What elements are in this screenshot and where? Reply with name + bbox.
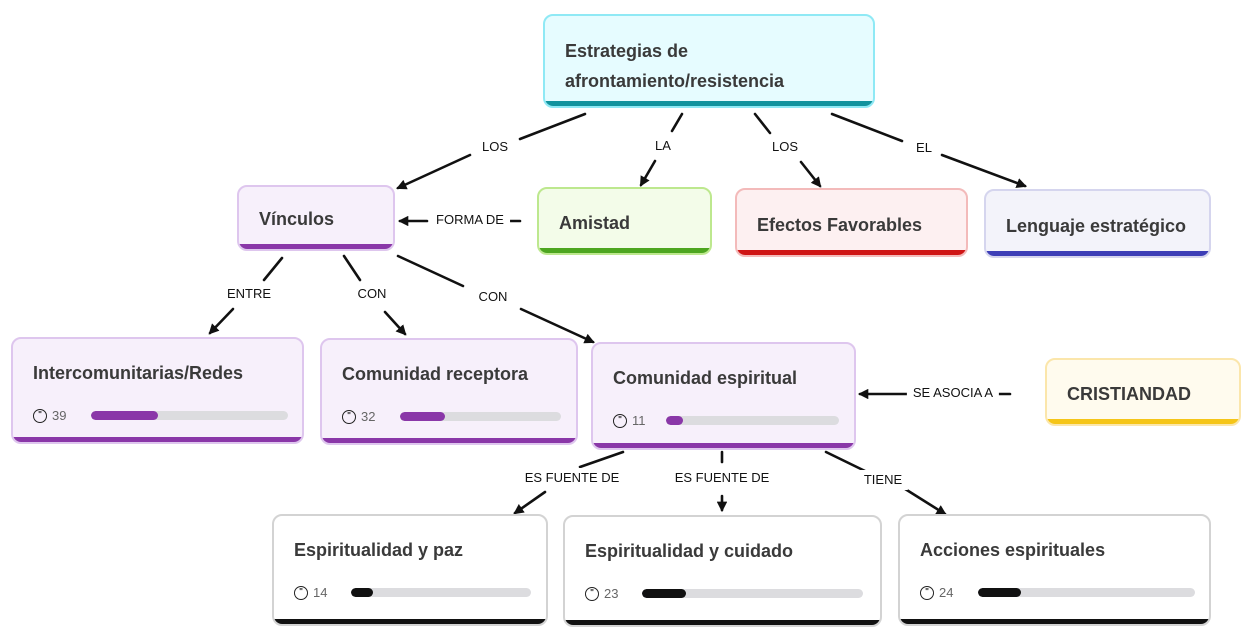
link-label-se-asocia-a: SE ASOCIA A (906, 383, 1000, 403)
node-acciones-espirituales[interactable]: Acciones espirituales " 24 (898, 514, 1211, 626)
connector-arrow (396, 153, 472, 190)
progress-fill (978, 588, 1022, 597)
node-vinculos[interactable]: Vínculos (237, 185, 395, 251)
connector-line (262, 256, 284, 282)
connector-arrow (900, 485, 947, 516)
node-title: Comunidad espiritual (613, 368, 798, 388)
progress-bar (642, 589, 863, 598)
connector-arrow (513, 490, 547, 515)
node-title: Intercomunitarias/Redes (33, 363, 244, 383)
progress-bar (666, 416, 839, 425)
progress-bar (351, 588, 531, 597)
node-title: Estrategias de afrontamiento/resistencia (565, 41, 785, 91)
connector-arrow (208, 307, 235, 335)
node-accent-bar (565, 620, 880, 625)
node-accent-bar (539, 248, 710, 253)
node-accent-bar (13, 437, 302, 442)
node-title: Acciones espirituales (920, 540, 1106, 560)
node-title: CRISTIANDAD (1067, 384, 1191, 404)
node-accent-bar (1047, 419, 1239, 424)
quote-count-value: 11 (632, 413, 646, 428)
node-title: Espiritualidad y cuidado (585, 541, 794, 561)
quote-count-value: 24 (939, 585, 954, 600)
quote-count-value: 32 (361, 409, 376, 424)
node-comunidad-espiritual[interactable]: Comunidad espiritual " 11 (591, 342, 856, 450)
connector-line (518, 112, 587, 141)
quote-bubble-icon: " (585, 586, 599, 601)
quote-bubble-icon: " (613, 413, 627, 428)
quote-count: " 39 (33, 408, 66, 423)
progress-bar (91, 411, 288, 420)
progress-fill (91, 411, 158, 420)
quote-count: " 23 (585, 586, 618, 601)
connector-line (753, 112, 772, 135)
quote-count: " 32 (342, 409, 375, 424)
node-accent-bar (593, 443, 854, 448)
node-espiritualidad-y-paz[interactable]: Espiritualidad y paz " 14 (272, 514, 548, 626)
progress-fill (351, 588, 373, 597)
node-comunidad-receptora[interactable]: Comunidad receptora " 32 (320, 338, 578, 445)
progress-fill (642, 589, 687, 598)
quote-count: " 11 (613, 413, 646, 428)
node-title: Comunidad receptora (342, 364, 529, 384)
quote-bubble-icon: " (920, 585, 934, 600)
link-label-tiene: TIENE (857, 470, 909, 490)
node-lenguaje-estrategico[interactable]: Lenguaje estratégico (984, 189, 1211, 258)
link-label-entre: ENTRE (220, 284, 278, 304)
node-accent-bar (239, 244, 393, 249)
node-title: Lenguaje estratégico (1006, 216, 1187, 236)
node-estrategias[interactable]: Estrategias de afrontamiento/resistencia (543, 14, 875, 108)
connector-arrow (799, 160, 822, 188)
node-title: Efectos Favorables (757, 215, 923, 235)
progress-bar (978, 588, 1195, 597)
quote-count-value: 39 (52, 408, 67, 423)
node-intercomunitarias[interactable]: Intercomunitarias/Redes " 39 (11, 337, 304, 444)
node-accent-bar (322, 438, 576, 443)
connector-arrow (940, 153, 1027, 188)
progress-fill (400, 412, 446, 421)
node-accent-bar (737, 250, 966, 255)
link-label-con-2: CON (472, 287, 514, 307)
node-title: Vínculos (259, 209, 335, 229)
node-title: Amistad (559, 213, 631, 233)
link-label-la: LA (649, 136, 677, 156)
quote-count: " 14 (294, 585, 327, 600)
connector-arrow (383, 310, 407, 336)
node-accent-bar (545, 101, 873, 106)
quote-bubble-icon: " (294, 585, 308, 600)
quote-count-value: 23 (604, 586, 619, 601)
connector-line (670, 112, 684, 133)
node-efectos-favorables[interactable]: Efectos Favorables (735, 188, 968, 257)
node-cristiandad[interactable]: CRISTIANDAD (1045, 358, 1241, 426)
progress-bar (400, 412, 561, 421)
link-label-con: CON (351, 284, 393, 304)
connector-line (830, 112, 904, 143)
connector-line (824, 450, 867, 473)
quote-bubble-icon: " (33, 408, 47, 423)
connector-arrow (519, 307, 595, 344)
link-label-los-2: LOS (765, 137, 805, 157)
quote-bubble-icon: " (342, 409, 356, 424)
progress-fill (666, 416, 684, 425)
quote-count: " 24 (920, 585, 953, 600)
connector-line (342, 254, 362, 282)
connector-line (396, 254, 465, 288)
connector-line (578, 450, 625, 469)
link-label-es-fuente-de-2: ES FUENTE DE (668, 468, 776, 488)
link-label-el: EL (910, 138, 938, 158)
quote-count-value: 14 (313, 585, 328, 600)
link-label-es-fuente-de: ES FUENTE DE (518, 468, 626, 488)
link-label-forma-de: FORMA DE (430, 210, 510, 230)
node-title: Espiritualidad y paz (294, 540, 464, 560)
node-accent-bar (986, 251, 1209, 256)
node-espiritualidad-y-cuidado[interactable]: Espiritualidad y cuidado " 23 (563, 515, 882, 627)
node-amistad[interactable]: Amistad (537, 187, 712, 255)
connector-arrow (639, 159, 657, 187)
link-label-los: LOS (475, 137, 515, 157)
